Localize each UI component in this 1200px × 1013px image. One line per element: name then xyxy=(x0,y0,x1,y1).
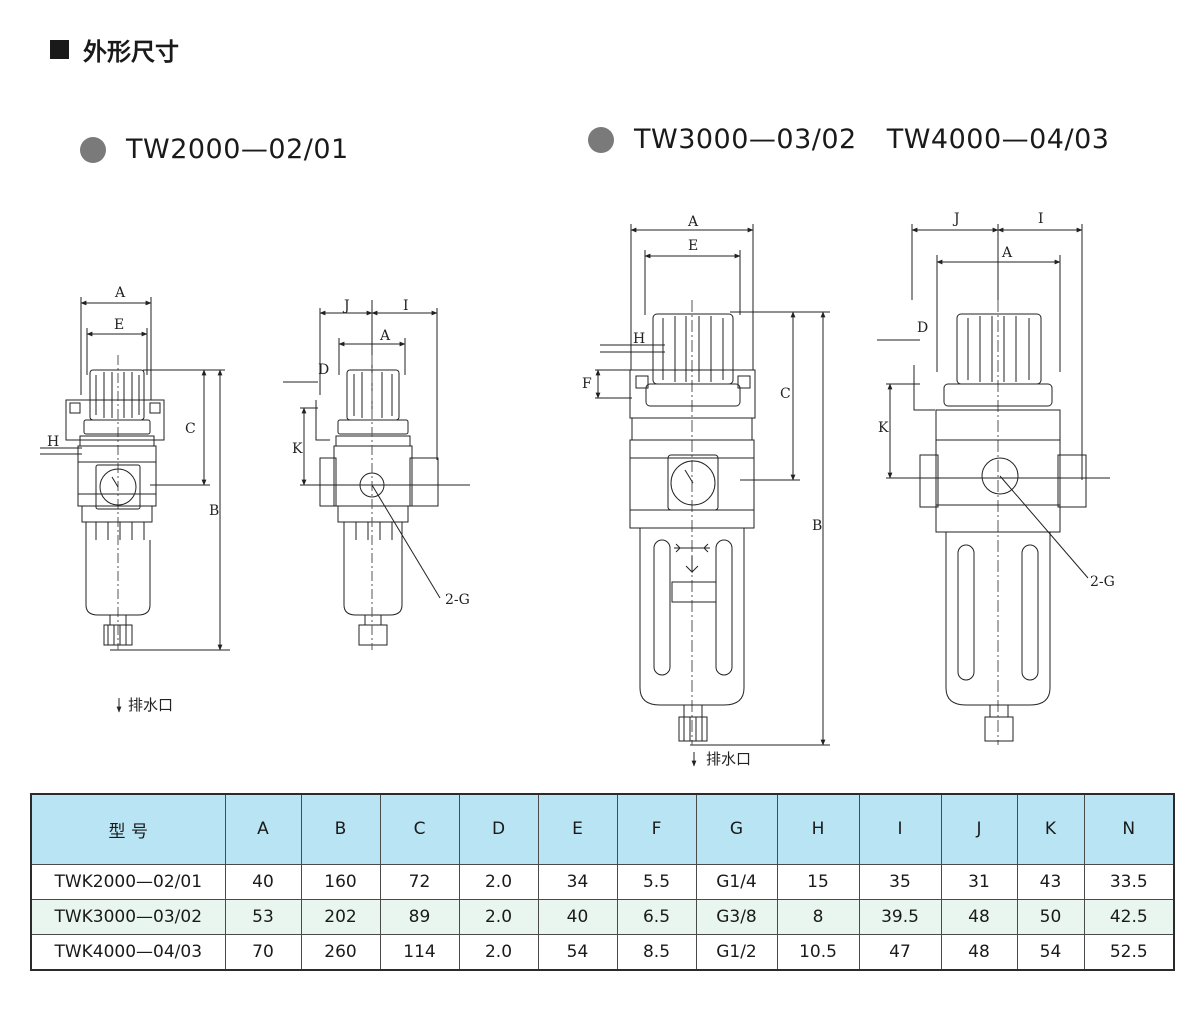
header-cell: N xyxy=(1083,793,1175,865)
table-cell: 160 xyxy=(300,863,381,900)
table-cell: 6.5 xyxy=(616,898,697,936)
tw3000-front-view xyxy=(595,224,830,767)
table-cell: 260 xyxy=(300,934,381,971)
table-cell: 53 xyxy=(224,898,302,936)
table-cell: 70 xyxy=(224,934,302,971)
dim-label-d4: D xyxy=(917,320,928,336)
table-cell: 15 xyxy=(776,863,860,900)
table-cell: 43 xyxy=(1016,863,1085,900)
table-cell: 35 xyxy=(858,863,942,900)
table-cell: 34 xyxy=(537,863,618,900)
tw2000-side-view xyxy=(283,300,470,650)
table-cell: 89 xyxy=(379,898,460,936)
table-cell: 5.5 xyxy=(616,863,697,900)
tw3000-side-view xyxy=(877,224,1110,745)
table-cell: 48 xyxy=(940,898,1018,936)
model-cell: TWK2000—02/01 xyxy=(30,863,226,900)
table-cell: 31 xyxy=(940,863,1018,900)
header-cell: E xyxy=(537,793,618,865)
table-cell: 8 xyxy=(776,898,860,936)
header-cell: D xyxy=(458,793,539,865)
dim-label-a1: A xyxy=(114,285,126,301)
table-header-row: 型 号 A B C D E F G H I J K N xyxy=(30,793,1175,865)
dimension-drawing: A E C B H 排水口 J I A D K 2-G xyxy=(40,211,1115,768)
table-cell: 48 xyxy=(940,934,1018,971)
table-cell: G1/2 xyxy=(695,934,778,971)
table-cell: 10.5 xyxy=(776,934,860,971)
circle-bullet-icon xyxy=(588,126,614,153)
dim-label-a4: A xyxy=(1001,245,1013,261)
table-cell: 50 xyxy=(1016,898,1085,936)
table-cell: 42.5 xyxy=(1083,898,1175,936)
table-cell: 40 xyxy=(224,863,302,900)
dim-label-g1: 2-G xyxy=(445,592,470,608)
header-cell: B xyxy=(300,793,381,865)
table-cell: 39.5 xyxy=(858,898,942,936)
table-cell: 33.5 xyxy=(1083,863,1175,900)
table-cell: 40 xyxy=(537,898,618,936)
dim-label-a2: A xyxy=(379,328,391,344)
table-cell: 114 xyxy=(379,934,460,971)
model-cell: TWK3000—03/02 xyxy=(30,898,226,936)
table-cell: G1/4 xyxy=(695,863,778,900)
model-heading-right: TW3000—03/02 TW4000—04/03 xyxy=(588,124,1109,155)
section-title-text: 外形尺寸 xyxy=(83,38,179,66)
model-heading-left: TW2000—02/01 xyxy=(80,134,349,165)
header-cell: C xyxy=(379,793,460,865)
dim-label-j1: J xyxy=(342,298,350,314)
dim-label-j4: J xyxy=(952,211,960,227)
table-cell: 52.5 xyxy=(1083,934,1175,971)
table-cell: 202 xyxy=(300,898,381,936)
drain-label-2: 排水口 xyxy=(706,750,751,768)
dim-label-k1: K xyxy=(292,441,303,457)
header-cell: H xyxy=(776,793,860,865)
model-cell: TWK4000—04/03 xyxy=(30,934,226,971)
header-cell: 型 号 xyxy=(30,793,226,865)
model-heading-right-text-2: TW4000—04/03 xyxy=(886,124,1110,155)
dim-label-c1: C xyxy=(185,421,196,437)
dim-label-h3: H xyxy=(633,331,645,347)
square-bullet-icon xyxy=(50,40,69,59)
table-row: TWK4000—04/03 70 260 114 2.0 54 8.5 G1/2… xyxy=(30,934,1175,971)
dim-label-a3: A xyxy=(687,214,699,230)
header-cell: J xyxy=(940,793,1018,865)
table-cell: 8.5 xyxy=(616,934,697,971)
table-cell: 54 xyxy=(537,934,618,971)
dim-label-f3: F xyxy=(582,376,592,392)
table-row: TWK3000—03/02 53 202 89 2.0 40 6.5 G3/8 … xyxy=(30,898,1175,936)
dim-label-b1: B xyxy=(209,503,219,519)
model-heading-left-text: TW2000—02/01 xyxy=(126,134,349,165)
table-row: TWK2000—02/01 40 160 72 2.0 34 5.5 G1/4 … xyxy=(30,863,1175,900)
dim-label-h1: H xyxy=(47,434,59,450)
drain-label-1: 排水口 xyxy=(128,696,173,714)
dim-label-e3: E xyxy=(688,238,698,254)
dim-label-g4: 2-G xyxy=(1090,574,1115,590)
header-cell: G xyxy=(695,793,778,865)
table-cell: G3/8 xyxy=(695,898,778,936)
spec-table: 型 号 A B C D E F G H I J K N TWK2000—02/0… xyxy=(30,793,1175,971)
header-cell: F xyxy=(616,793,697,865)
dim-label-b3: B xyxy=(812,518,822,534)
table-cell: 47 xyxy=(858,934,942,971)
dim-label-k4: K xyxy=(878,420,889,436)
table-cell: 54 xyxy=(1016,934,1085,971)
table-cell: 72 xyxy=(379,863,460,900)
tw2000-front-view xyxy=(40,297,230,713)
dim-label-d1: D xyxy=(318,362,329,378)
table-cell: 2.0 xyxy=(458,934,539,971)
header-cell: K xyxy=(1016,793,1085,865)
dim-label-i1: I xyxy=(403,298,409,314)
circle-bullet-icon xyxy=(80,136,106,163)
dim-label-c3: C xyxy=(780,386,791,402)
dim-label-i4: I xyxy=(1038,211,1044,227)
header-cell: A xyxy=(224,793,302,865)
header-cell: I xyxy=(858,793,942,865)
table-cell: 2.0 xyxy=(458,898,539,936)
table-cell: 2.0 xyxy=(458,863,539,900)
model-heading-right-text-1: TW3000—03/02 xyxy=(634,124,857,155)
dim-label-e1: E xyxy=(114,317,124,333)
section-title: 外形尺寸 xyxy=(50,32,179,67)
